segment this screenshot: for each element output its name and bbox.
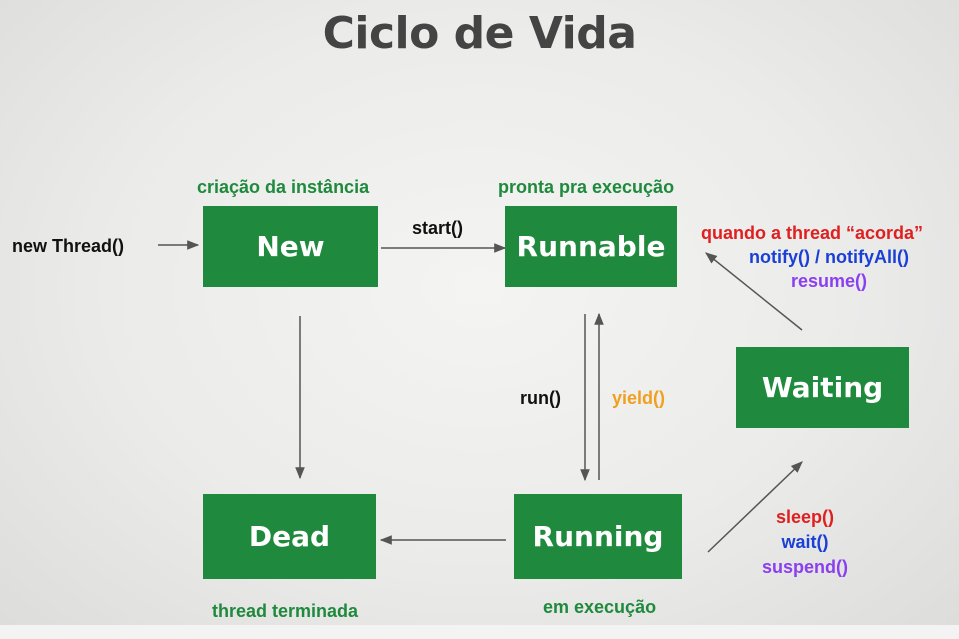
state-new: New <box>203 206 378 287</box>
label-executing: em execução <box>543 597 657 617</box>
label-run: run() <box>520 388 561 408</box>
slide-title: Ciclo de Vida <box>322 8 637 59</box>
label-notify: notify() / notifyAll() <box>749 247 909 267</box>
bottom-strip <box>0 625 959 639</box>
label-creation: criação da instância <box>197 177 370 197</box>
state-runnable: Runnable <box>505 206 677 287</box>
label-yield: yield() <box>612 388 666 408</box>
label-start: start() <box>412 218 464 238</box>
state-waiting: Waiting <box>736 347 909 428</box>
label-terminated: thread terminada <box>212 601 359 621</box>
label-sleep: sleep() <box>775 507 835 527</box>
label-ready: pronta pra execução <box>498 177 675 197</box>
state-running: Running <box>514 494 682 579</box>
label-suspend: suspend() <box>761 557 848 577</box>
arrow-running-to-waiting <box>707 461 803 553</box>
label-wait: wait() <box>781 532 829 552</box>
label-wake-caption: quando a thread “acorda” <box>701 223 924 243</box>
label-resume: resume() <box>790 271 868 291</box>
state-dead: Dead <box>203 494 376 579</box>
arrow-waiting-to-runnable <box>705 252 803 331</box>
label-new-thread: new Thread() <box>12 236 125 256</box>
